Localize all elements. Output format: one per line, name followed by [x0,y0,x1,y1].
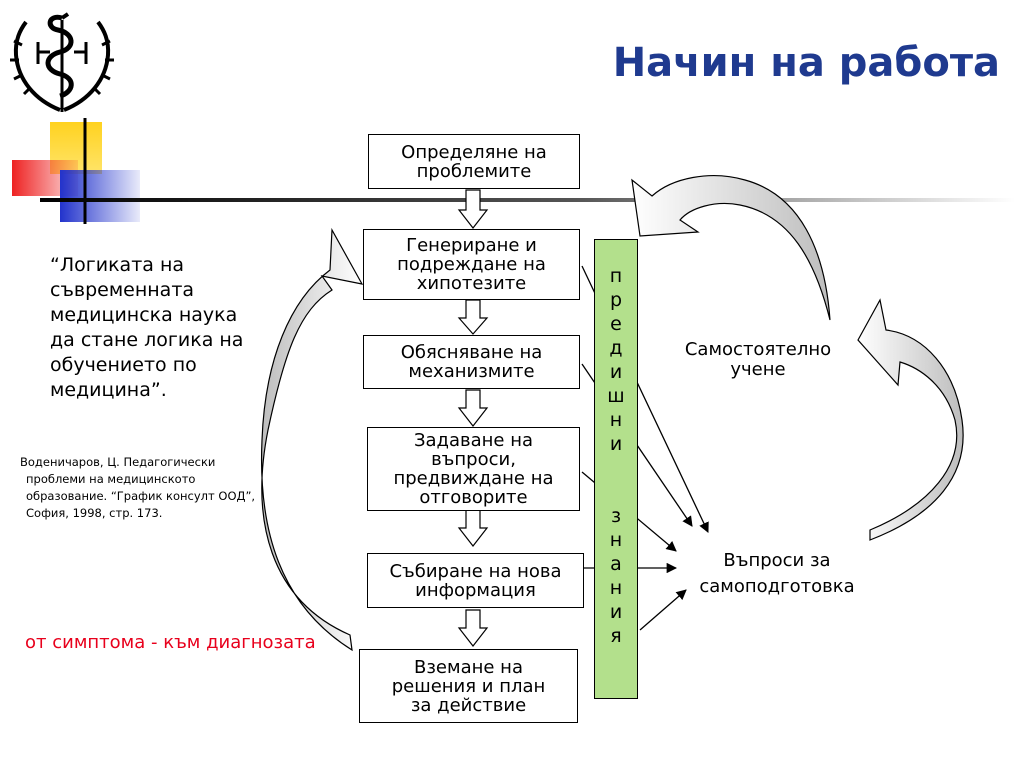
quote-text: “Логиката на съвременната медицинска нау… [50,253,260,403]
vertical-letter: р [609,289,623,311]
left-loop-arrow [260,227,364,652]
university-logo [10,12,114,112]
vertical-letter: ш [607,385,625,407]
step-line: предвиждане на [393,468,554,489]
quote-line: “Логиката на [50,254,185,276]
vertical-letter: и [609,433,623,455]
decorative-squares [12,118,140,224]
step-line: механизмите [408,361,535,382]
label-line: Въпроси за [723,550,831,571]
step-line: въпроси, [431,449,516,470]
label-line: Самостоятелно [684,339,832,360]
step-line: решения и план [391,675,546,697]
quote-line: съвременната [50,279,195,301]
step-line: проблемите [416,160,532,182]
vertical-letter: н [609,409,623,431]
step-line: информация [415,579,536,601]
step-line: Вземане на [414,656,523,678]
citation-line: Воденичаров, Ц. Педагогически [20,455,216,469]
vertical-letter: и [609,361,623,383]
citation-line: София, 1998, стр. 173. [26,506,163,520]
page-title: Начин на работа [612,40,1000,86]
step-line: подреждане на [397,254,546,275]
step-line: за действие [410,694,527,716]
step-line: отговорите [419,487,528,508]
vertical-letter: н [609,529,623,551]
label-line: самоподготовка [699,576,855,597]
symptom-to-diagnosis-caption: от симптома - към диагнозата [25,632,316,653]
vertical-letter: и [609,601,623,623]
step-line: хипотезите [416,273,527,294]
right-bottom-curve-arrow [857,298,964,541]
quote-line: обучението по [50,354,197,376]
citation-line: образование. “График консулт ООД”, [26,489,256,503]
vertical-letter: з [610,505,622,527]
citation-text: Воденичаров, Ц. Педагогически проблеми н… [20,454,265,522]
flow-down-arrows [457,189,489,647]
step-line: Генериране и [406,235,537,256]
step-line: Задаване на [413,430,534,451]
vertical-letter: е [610,313,622,335]
vertical-letter: д [609,337,623,359]
vertical-letter: а [610,553,622,575]
self-preparation-questions-label: Въпроси за самоподготовка [682,548,872,600]
quote-line: медицинска наука [50,304,238,326]
step-line: Обясняване на [400,342,543,363]
horizontal-rule [40,198,1015,202]
vertical-letter: я [610,625,622,647]
right-top-curve-arrow [631,175,831,321]
prior-knowledge-box: п р е д и ш н и з н а н и я [594,239,638,699]
label-line: учене [730,359,786,380]
citation-line: проблеми на медицинското [26,472,196,486]
step-line: Събиране на нова [389,560,562,582]
step-line: Определяне на [401,141,547,163]
vertical-letter: н [609,577,623,599]
quote-line: медицина”. [50,379,167,401]
quote-line: да стане логика на [50,329,244,351]
vertical-letter: п [609,265,623,287]
